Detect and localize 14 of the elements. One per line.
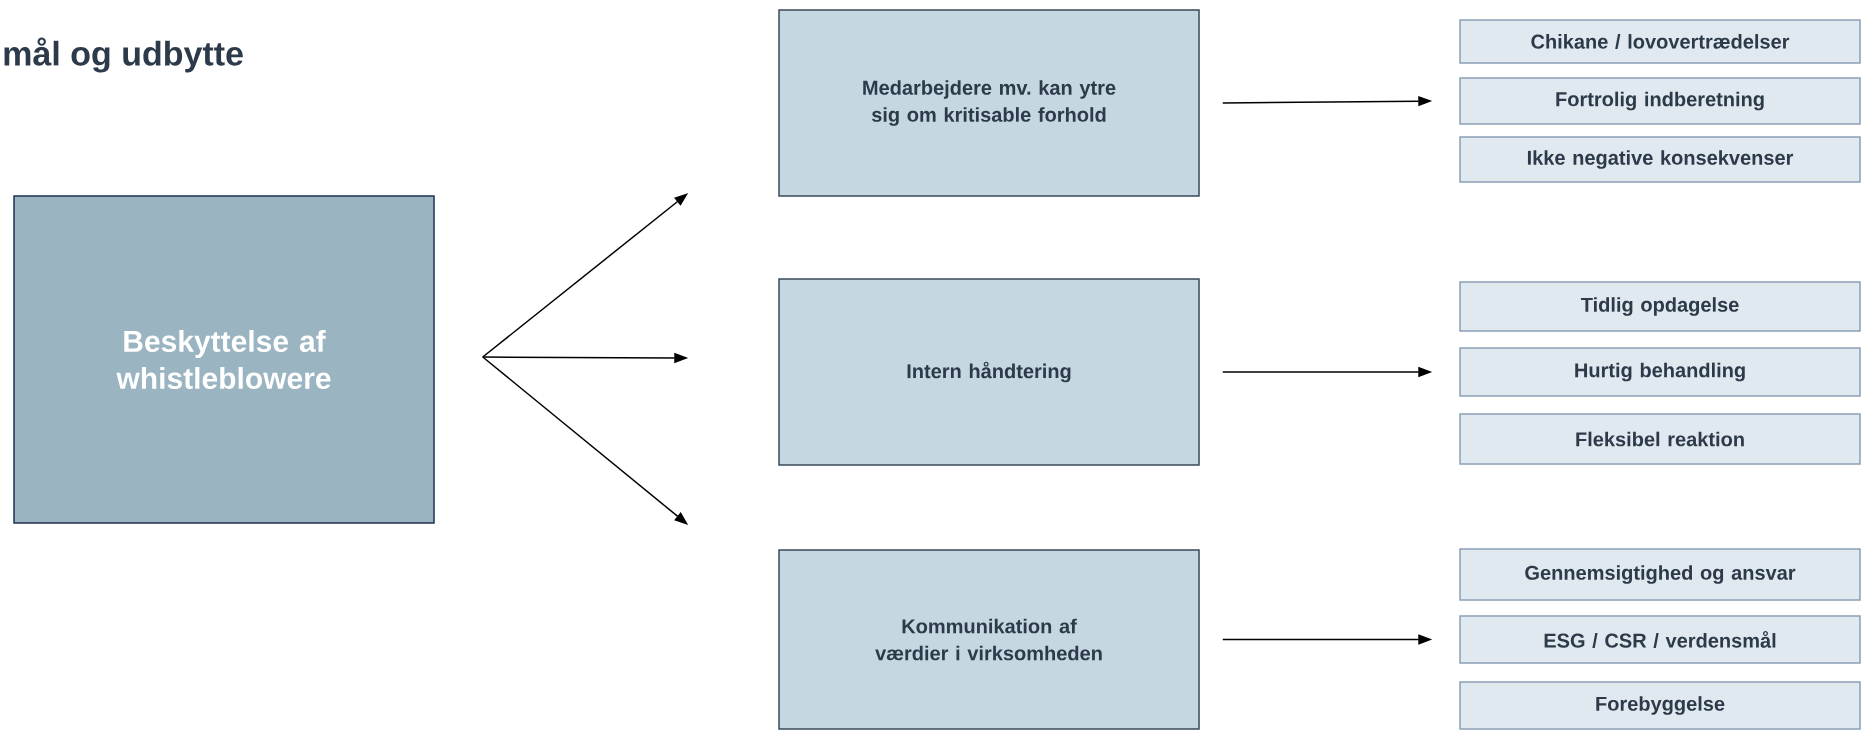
process-box: Medarbejdere mv. kan ytre sig om kritisable forhold [778, 9, 1200, 197]
process-box: Intern håndtering [778, 278, 1200, 466]
process-box: Beskyttelse af whistleblowere [13, 195, 435, 524]
outcome-box: Chikane / lovovertrædelser [1459, 19, 1861, 64]
outcome-box: Forebyggelse [1459, 681, 1861, 730]
outcome-box: Gennemsigtighed og ansvar [1459, 548, 1861, 601]
outcome-box: Fortrolig indberetning [1459, 77, 1861, 125]
outcome-box: Ikke negative konsekvenser [1459, 136, 1861, 183]
outcome-box: ESG / CSR / verdensmål [1459, 615, 1861, 664]
page-title: mål og udbytte [4, 37, 243, 73]
outcome-box: Tidlig opdagelse [1459, 281, 1861, 332]
outcome-box: Hurtig behandling [1459, 347, 1861, 397]
outcome-box: Fleksibel reaktion [1459, 413, 1861, 465]
process-box: Kommunikation af værdier i virksomheden [778, 549, 1200, 730]
